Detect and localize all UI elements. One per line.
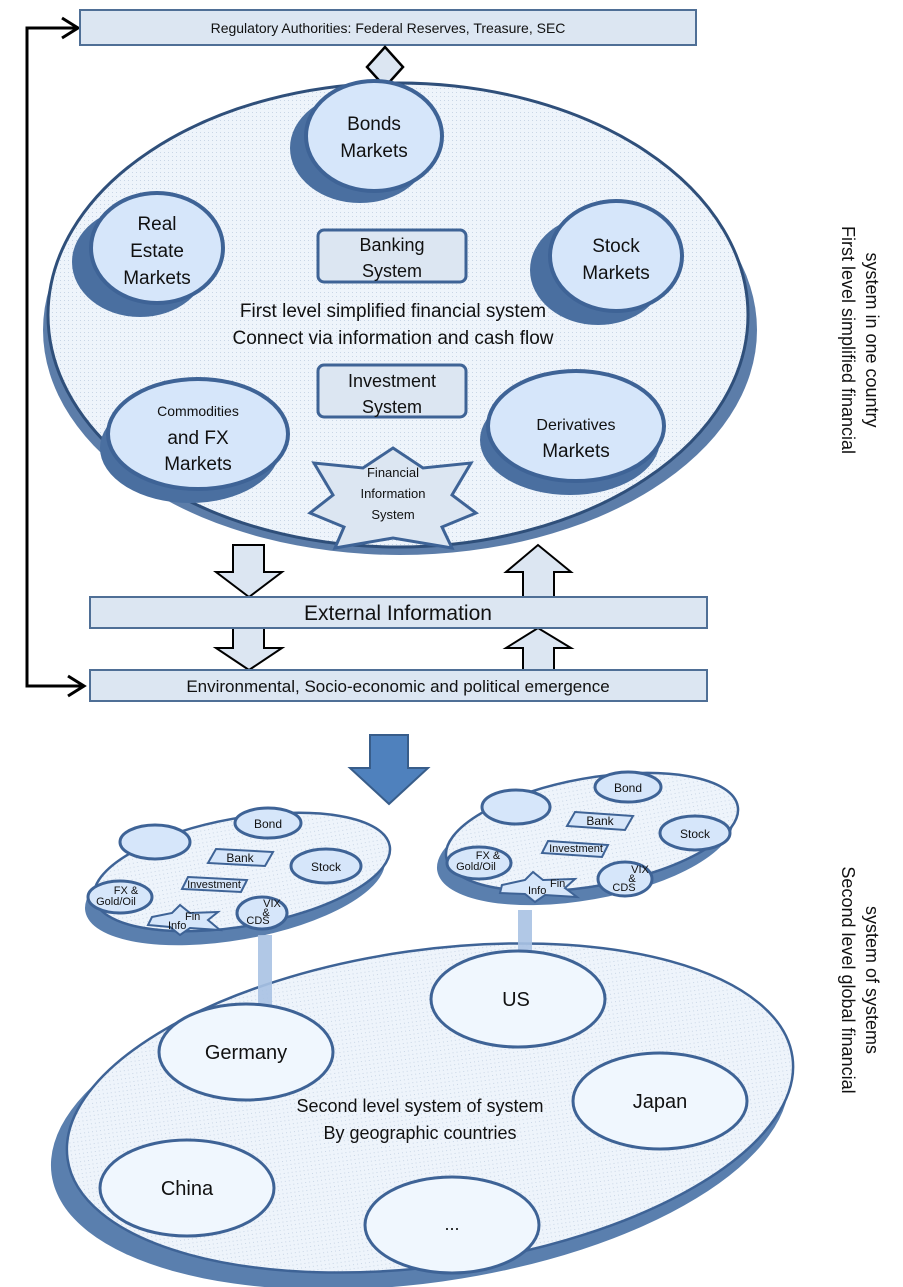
svg-text:Gold/Oil: Gold/Oil <box>96 896 136 908</box>
level2-side-label: Second level global financial system of … <box>838 866 882 1093</box>
svg-text:...: ... <box>444 1214 459 1234</box>
svg-text:Stock: Stock <box>592 236 640 257</box>
svg-text:VIX: VIX <box>263 898 281 910</box>
svg-text:CDS: CDS <box>246 915 269 927</box>
svg-text:Banking: Banking <box>359 235 424 255</box>
country-japan: Japan <box>571 1051 749 1151</box>
bubble-real-estate: Real Estate Markets <box>72 191 225 317</box>
svg-text:Fin: Fin <box>185 911 200 923</box>
svg-text:Information: Information <box>360 486 425 501</box>
svg-text:Info: Info <box>168 920 186 932</box>
regulatory-box: Regulatory Authorities: Federal Reserves… <box>79 9 697 46</box>
svg-text:System: System <box>371 507 414 522</box>
arrow-down-system-to-external <box>213 544 285 599</box>
svg-text:VIX: VIX <box>631 864 649 876</box>
svg-text:Financial: Financial <box>367 465 419 480</box>
financial-information-star: Financial Information System <box>307 446 480 550</box>
svg-text:Japan: Japan <box>633 1091 688 1113</box>
svg-text:Info: Info <box>528 885 546 897</box>
svg-text:Real: Real <box>137 214 176 235</box>
environment-box: Environmental, Socio-economic and politi… <box>89 669 708 702</box>
svg-text:Markets: Markets <box>582 263 650 284</box>
bubble-commodities: Commodities and FX Markets <box>100 377 290 503</box>
svg-text:System: System <box>362 261 422 281</box>
svg-text:Investment: Investment <box>549 843 603 855</box>
level1-center-text-2: Connect via information and cash flow <box>232 328 553 349</box>
level2-center-text-1: Second level system of system <box>296 1096 543 1116</box>
investment-system-box: Investment System <box>316 363 468 419</box>
bubble-bonds: Bonds Markets <box>290 79 444 203</box>
svg-text:Bond: Bond <box>254 817 282 831</box>
country-us: US <box>429 949 607 1049</box>
regulatory-label: Regulatory Authorities: Federal Reserves… <box>211 20 566 36</box>
bubble-derivatives: Derivatives Markets <box>480 369 666 495</box>
svg-text:System: System <box>362 397 422 417</box>
svg-text:Bank: Bank <box>586 814 614 828</box>
svg-text:Fin: Fin <box>550 878 565 890</box>
arrow-up-environment-to-external <box>502 626 575 671</box>
arrow-down-external-to-environment <box>212 627 286 672</box>
arrow-head-top <box>61 16 81 40</box>
svg-text:Stock: Stock <box>311 860 342 874</box>
svg-text:Germany: Germany <box>205 1042 287 1064</box>
svg-text:Investment: Investment <box>348 371 436 391</box>
svg-text:Stock: Stock <box>680 827 711 841</box>
big-down-arrow-icon <box>347 734 431 806</box>
country-china: China <box>98 1138 276 1238</box>
svg-text:Second level global financial: Second level global financial <box>838 866 858 1093</box>
svg-text:FX &: FX & <box>114 885 139 897</box>
svg-text:US: US <box>502 989 530 1011</box>
arrow-up-external-to-system <box>503 543 574 598</box>
svg-text:&: & <box>628 873 636 885</box>
svg-text:&: & <box>262 907 270 919</box>
svg-text:Markets: Markets <box>542 441 610 462</box>
feedback-connector <box>25 26 84 688</box>
mini-system-left: Bond Bank Stock Investment FX & Gold/Oil… <box>85 806 392 946</box>
banking-system-box: Banking System <box>316 228 468 284</box>
svg-text:system of systems: system of systems <box>862 906 882 1054</box>
svg-text:Bank: Bank <box>226 851 254 865</box>
arrow-left-to-germany <box>246 935 284 1033</box>
level1-side-label: First level simplified financial system … <box>838 226 882 454</box>
svg-text:system in one country: system in one country <box>862 252 882 427</box>
svg-text:CDS: CDS <box>612 882 635 894</box>
svg-text:Bond: Bond <box>614 781 642 795</box>
svg-text:FX &: FX & <box>476 850 501 862</box>
svg-text:Commodities: Commodities <box>157 403 239 419</box>
level1-center-text-1: First level simplified financial system <box>240 301 546 322</box>
svg-text:Markets: Markets <box>164 454 232 475</box>
svg-text:Gold/Oil: Gold/Oil <box>456 861 496 873</box>
svg-text:Environmental, Socio-economic: Environmental, Socio-economic and politi… <box>186 677 609 696</box>
svg-text:Markets: Markets <box>123 268 191 289</box>
svg-text:Estate: Estate <box>130 241 184 262</box>
mini-system-right: Bond Bank Stock Investment FX & Gold/Oil… <box>436 770 740 906</box>
svg-text:Derivatives: Derivatives <box>536 417 615 434</box>
svg-text:Investment: Investment <box>187 879 241 891</box>
svg-text:and FX: and FX <box>167 428 229 449</box>
svg-text:First level simplified financi: First level simplified financial <box>838 226 858 454</box>
svg-text:External Information: External Information <box>304 602 492 625</box>
svg-text:Bonds: Bonds <box>347 114 401 135</box>
external-information-box: External Information <box>89 596 708 629</box>
bubble-stock: Stock Markets <box>530 199 684 325</box>
country-more: ... <box>363 1175 541 1275</box>
svg-text:Markets: Markets <box>340 141 408 162</box>
arrow-head-bottom <box>67 674 87 698</box>
level2-center-text-2: By geographic countries <box>323 1123 516 1143</box>
svg-text:China: China <box>161 1178 214 1200</box>
country-germany: Germany <box>157 1002 335 1102</box>
